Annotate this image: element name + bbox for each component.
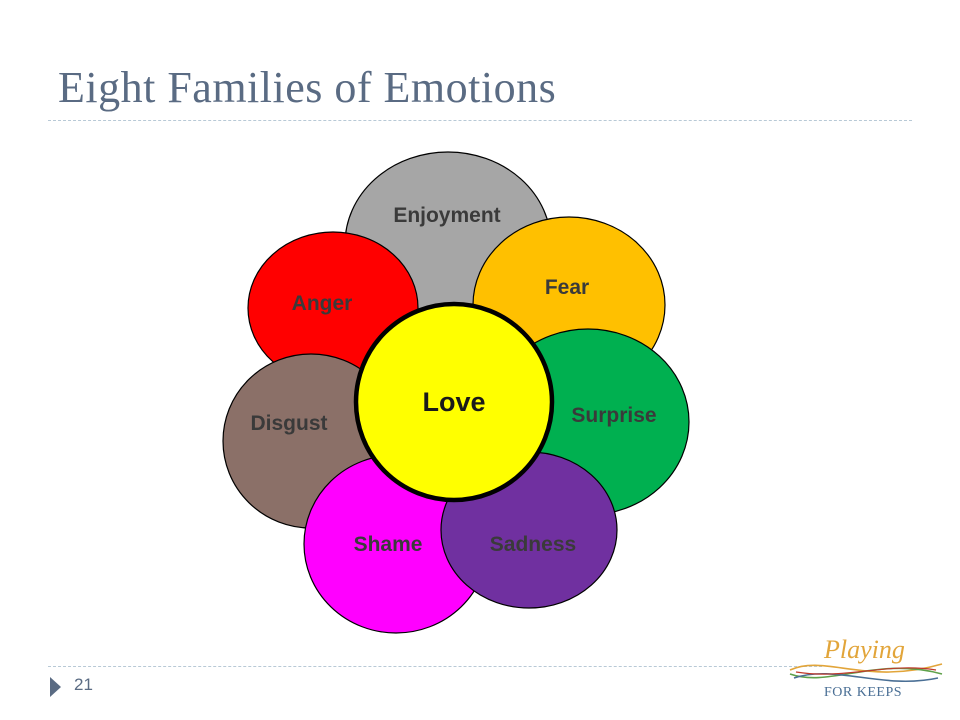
logo-wave-2 [789,667,943,679]
label-sadness: Sadness [490,533,576,556]
logo-wave-3 [793,672,939,682]
page-number: 21 [74,675,93,694]
label-surprise: Surprise [571,404,656,427]
page-arrow-icon [50,677,61,697]
label-anger: Anger [292,292,353,315]
label-shame: Shame [354,533,423,556]
center-love [353,301,555,503]
logo-text-for-keeps: FOR KEEPS [824,685,902,700]
label-fear: Fear [545,276,589,299]
logo-wave-4 [795,667,937,675]
logo-text-playing: Playing [823,635,905,664]
slide-title: Eight Families of Emotions [58,63,557,112]
label-enjoyment: Enjoyment [393,204,500,227]
footer-divider [48,666,822,667]
label-love: Love [422,387,485,417]
playing-for-keeps-logo: Playing FOR KEEPS [789,635,943,700]
label-disgust: Disgust [250,412,327,435]
title-divider [48,120,912,121]
